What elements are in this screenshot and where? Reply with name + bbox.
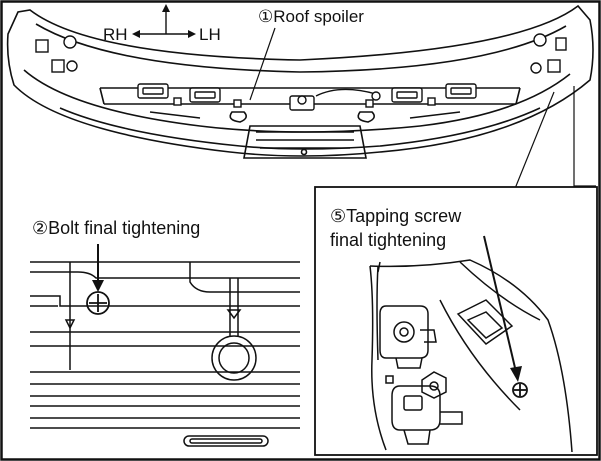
roof-spoiler-drawing xyxy=(6,4,594,159)
detail-leader-lines xyxy=(511,86,596,197)
rh-label: RH xyxy=(103,25,128,44)
tapping-screw-detail-box xyxy=(314,186,598,456)
tapping-final-tightening-label: final tightening xyxy=(330,230,446,250)
bolt-callout: ②Bolt final tightening xyxy=(32,218,200,292)
spoiler-clips xyxy=(35,33,567,111)
roof-spoiler-label: ①Roof spoiler xyxy=(258,7,364,26)
tapping-screw-detail-drawing xyxy=(369,259,573,453)
bolt-detail-panel xyxy=(30,261,300,447)
tapping-screw-label: ⑤Tapping screw xyxy=(330,206,462,226)
tapping-screw-callout: ⑤Tapping screw final tightening xyxy=(330,206,522,382)
bolt-final-tightening-label: ②Bolt final tightening xyxy=(32,218,200,238)
lh-label: LH xyxy=(199,25,221,44)
orientation-indicator: RH LH xyxy=(103,4,221,44)
roof-spoiler-callout: ①Roof spoiler xyxy=(249,7,364,101)
tapping-screw-icon xyxy=(512,382,528,398)
bolt-icon xyxy=(86,291,110,315)
